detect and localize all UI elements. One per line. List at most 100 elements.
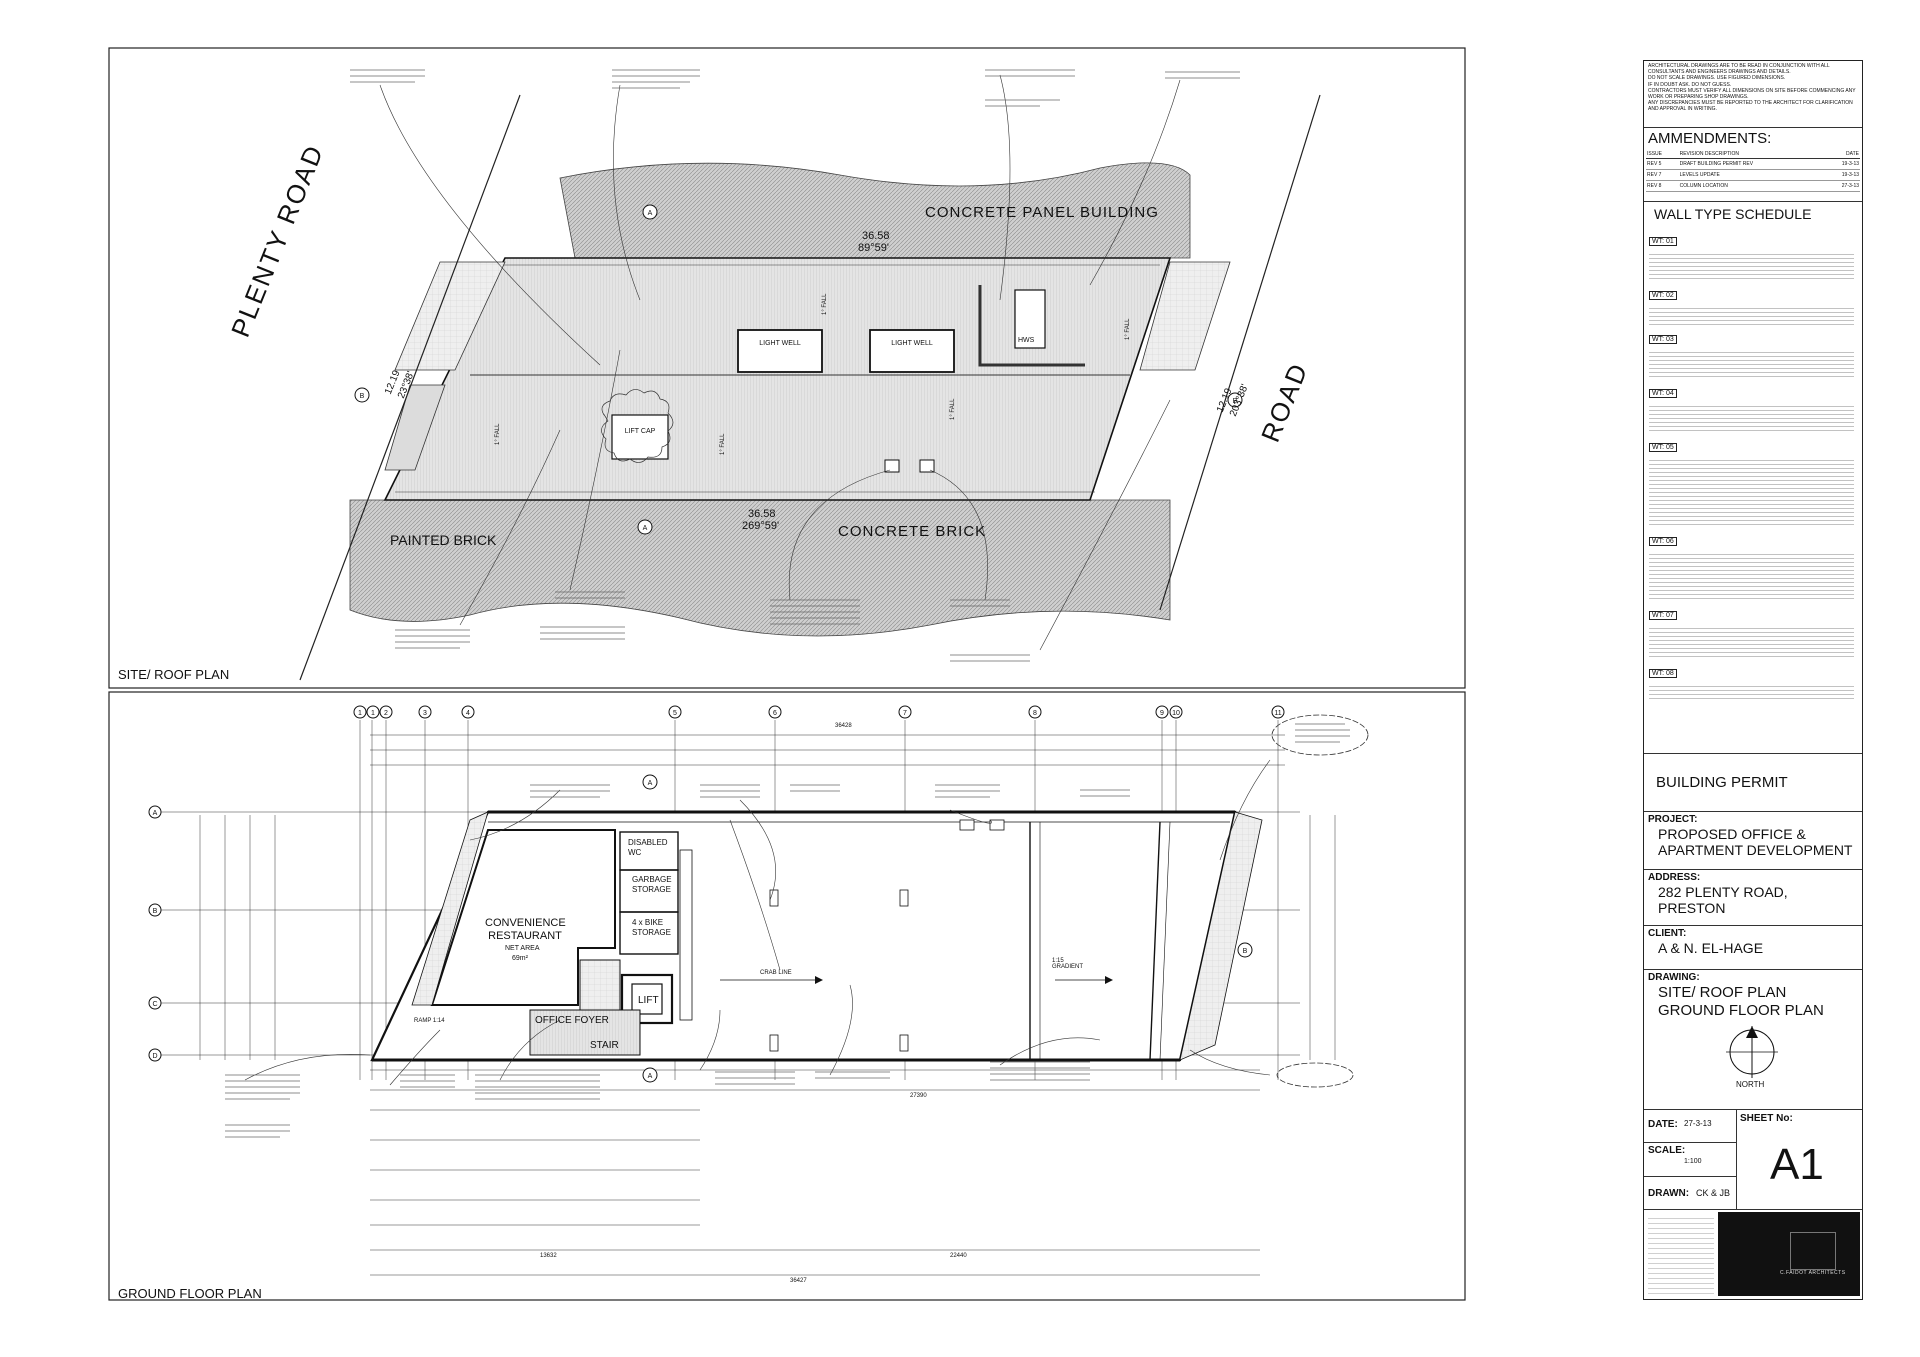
note-5: ANY DISCREPANCIES MUST BE REPORTED TO TH…	[1648, 100, 1853, 113]
scale-value: 1:100	[1684, 1158, 1702, 1165]
crab-line-label: CRAB LINE	[760, 970, 792, 976]
fall-label-2: 1° FALL	[720, 433, 726, 455]
title-block: ARCHITECTURAL DRAWINGS ARE TO BE READ IN…	[1643, 60, 1863, 1300]
table-row: REV 7 LEVELS UPDATE 19-3-13	[1646, 169, 1860, 181]
area-value: 69m²	[512, 955, 528, 962]
convenience-label: CONVENIENCE RESTAURANT	[485, 917, 566, 942]
drawing-label: DRAWING:	[1648, 972, 1700, 983]
svg-text:A: A	[153, 810, 158, 817]
neighbour-concrete-panel	[559, 162, 1191, 259]
svg-text:4: 4	[466, 710, 470, 717]
svg-text:1: 1	[371, 710, 375, 717]
angle-bottom: 269°59'	[742, 520, 780, 532]
project-label: PROJECT:	[1648, 814, 1698, 825]
dim-b: 22440	[950, 1253, 967, 1259]
svg-text:3: 3	[423, 710, 427, 717]
wall-schedule-section: WALL TYPE SCHEDULE WT: 01 WT: 02 WT: 03 …	[1644, 201, 1862, 811]
ground-plan-frame	[108, 691, 1466, 1301]
svg-text:C: C	[152, 1001, 157, 1008]
neighbour-label-painted-brick: PAINTED BRICK	[390, 532, 497, 548]
fall-label-1: 1° FALL	[495, 423, 501, 445]
wall-schedule-title: WALL TYPE SCHEDULE	[1654, 206, 1812, 222]
drawing-section: DRAWING: SITE/ ROOF PLAN GROUND FLOOR PL…	[1644, 969, 1862, 1109]
svg-text:A: A	[643, 525, 648, 532]
svg-text:2: 2	[384, 710, 388, 717]
lift-label: LIFT	[638, 995, 659, 1006]
overall-dim: 36428	[835, 723, 852, 729]
table-row: REV 5 DRAFT BUILDING PERMIT REV 19-3-13	[1646, 158, 1860, 170]
wall-type-item: WT: 05	[1649, 436, 1854, 530]
svg-text:A: A	[648, 1073, 653, 1080]
project-value: PROPOSED OFFICE & APARTMENT DEVELOPMENT	[1658, 826, 1853, 858]
garbage-label: GARBAGE STORAGE	[632, 875, 672, 894]
wall-type-list: WT: 01 WT: 02 WT: 03 WT: 04 WT: 05 WT: 0…	[1649, 230, 1854, 702]
svg-text:11: 11	[1274, 710, 1281, 717]
lift-cap-label: LIFT CAP	[624, 428, 656, 435]
note-1: ARCHITECTURAL DRAWINGS ARE TO BE READ IN…	[1648, 63, 1830, 76]
general-notes: ARCHITECTURAL DRAWINGS ARE TO BE READ IN…	[1648, 63, 1858, 113]
building-permit-section: BUILDING PERMIT	[1644, 753, 1862, 809]
drawn-label: DRAWN:	[1648, 1188, 1690, 1199]
amendments-section: AMMENDMENTS: ISSUE REVISION DESCRIPTION …	[1644, 127, 1862, 261]
fall-label-4: 1° FALL	[950, 398, 956, 420]
angle-top: 89°59'	[858, 242, 889, 254]
firm-section: C.FAIDOT ARCHITECTS	[1644, 1209, 1862, 1299]
bearing-bottom: 36.58	[748, 508, 776, 520]
svg-text:6: 6	[773, 710, 777, 717]
sheet-number-box: SHEET No: A1	[1736, 1110, 1862, 1210]
svg-text:8: 8	[1033, 710, 1037, 717]
bearing-top: 36.58	[862, 230, 890, 242]
ground-plan-title: GROUND FLOOR PLAN	[118, 1286, 262, 1301]
svg-text:D: D	[152, 1053, 157, 1060]
wall-type-item: WT: 08	[1649, 662, 1854, 702]
dim-c: 27390	[910, 1093, 927, 1099]
amend-header-desc: REVISION DESCRIPTION	[1678, 150, 1824, 159]
neighbour-label-top: CONCRETE PANEL BUILDING	[925, 204, 1159, 221]
disabled-wc-label: DISABLED WC	[628, 838, 668, 857]
light-well-2	[869, 329, 955, 373]
svg-text:9: 9	[1160, 710, 1164, 717]
overall-dim-lower: 36427	[790, 1278, 807, 1284]
note-2: DO NOT SCALE DRAWINGS. USE FIGURED DIMEN…	[1648, 75, 1786, 82]
project-section: PROJECT: PROPOSED OFFICE & APARTMENT DEV…	[1644, 811, 1862, 869]
neighbour-label-concrete-brick: CONCRETE BRICK	[838, 523, 987, 540]
light-well-1	[737, 329, 823, 373]
lift-cap	[611, 414, 669, 460]
building-permit-label: BUILDING PERMIT	[1656, 774, 1788, 791]
drawn-value: CK & JB	[1696, 1188, 1731, 1198]
fall-label-3: 1° FALL	[822, 293, 828, 315]
note-4: CONTRACTORS MUST VERIFY ALL DIMENSIONS O…	[1648, 87, 1856, 101]
svg-text:B: B	[1233, 398, 1238, 405]
bike-label: 4 x BIKE STORAGE	[632, 918, 671, 937]
address-value: 282 PLENTY ROAD, PRESTON	[1658, 884, 1788, 916]
amendments-table: ISSUE REVISION DESCRIPTION DATE REV 5 DR…	[1646, 150, 1860, 192]
svg-text:A: A	[648, 780, 653, 787]
north-arrow-icon	[1726, 1026, 1778, 1078]
svg-text:B: B	[153, 908, 158, 915]
sheet-no-label: SHEET No:	[1740, 1113, 1793, 1124]
stair-label: STAIR	[590, 1040, 619, 1051]
wall-type-item: WT: 07	[1649, 604, 1854, 662]
svg-text:5: 5	[673, 710, 677, 717]
firm-name: C.FAIDOT ARCHITECTS	[1780, 1270, 1846, 1276]
svg-text:B: B	[360, 393, 365, 400]
amend-header-date: DATE	[1823, 150, 1860, 159]
office-foyer-label: OFFICE FOYER	[535, 1015, 609, 1026]
net-area-label: NET AREA	[505, 945, 540, 952]
client-section: CLIENT: A & N. EL-HAGE	[1644, 925, 1862, 969]
hws-label: HWS	[1018, 337, 1035, 344]
svg-text:A: A	[648, 210, 653, 217]
sheet-meta: DATE: 27-3-13 SCALE: 1:100 DRAWN: CK & J…	[1644, 1110, 1737, 1210]
svg-text:1: 1	[358, 710, 362, 717]
wall-type-item: WT: 06	[1649, 530, 1854, 604]
client-label: CLIENT:	[1648, 928, 1687, 939]
neighbour-brick	[349, 499, 1171, 637]
gradient-label: 1:15 GRADIENT	[1052, 958, 1084, 970]
scale-label: SCALE:	[1648, 1145, 1686, 1156]
north-label: NORTH	[1736, 1080, 1765, 1089]
wall-type-item: WT: 03	[1649, 328, 1854, 382]
roof-plan-title: SITE/ ROOF PLAN	[118, 667, 230, 682]
date-label: DATE:	[1648, 1119, 1678, 1130]
